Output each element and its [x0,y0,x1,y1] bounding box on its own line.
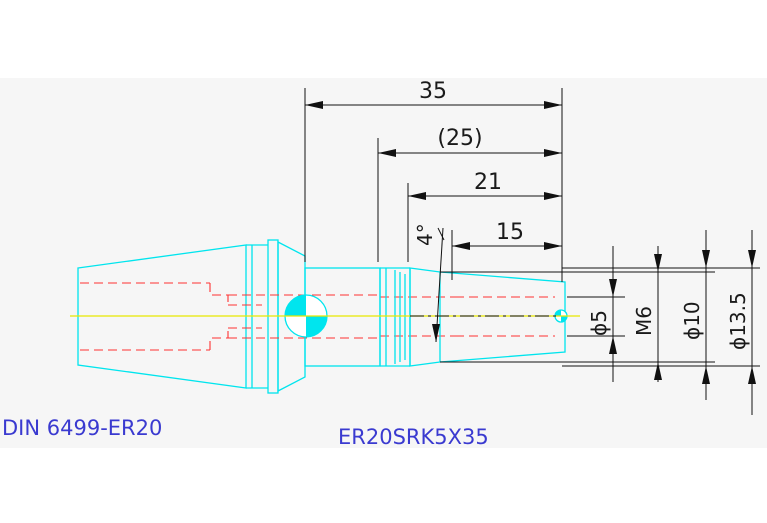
chuck-nut [277,240,306,393]
caption-extension: ER20SRK5X35 [338,425,489,449]
dim-ref-length: (25) [437,126,482,151]
arrowheads [305,101,756,384]
caption-holder: DIN 6499-ER20 [2,416,162,440]
dim-taper-angle: 4° [413,223,437,246]
dim-overall-length: 35 [419,79,447,104]
dimension-lines [304,88,760,415]
dim-dia-5: ϕ5 [587,310,611,336]
dim-dia-13-5: ϕ13.5 [726,292,750,350]
dim-length-21: 21 [474,170,502,195]
dim-dia-10: ϕ10 [680,301,704,340]
drawing-background [0,78,767,448]
dim-thread: M6 [632,306,656,336]
dim-length-15: 15 [496,220,524,245]
